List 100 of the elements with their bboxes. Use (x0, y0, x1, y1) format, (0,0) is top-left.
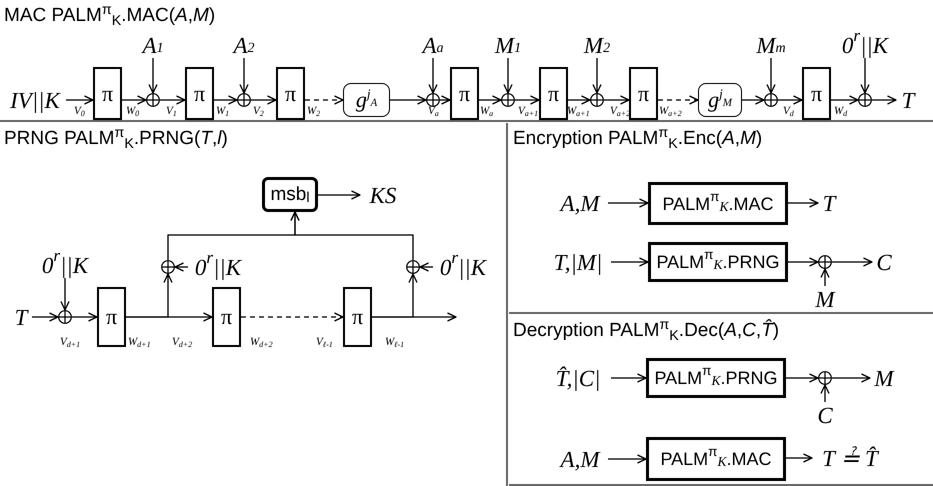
panel-heading: PRNG PALM$^{π}$$_{K}$.PRNG(T,l) (4, 125, 228, 154)
arrow (786, 373, 819, 383)
math-label: IV||K (4, 86, 66, 114)
arrow (305, 95, 344, 105)
xor-symbol (818, 255, 832, 269)
arrow (372, 312, 457, 322)
xor-symbol (764, 93, 778, 107)
math-label: 0$^{r}$||K (36, 252, 94, 278)
arrow (214, 95, 238, 105)
wire-label: W$_{1}$ (216, 106, 230, 117)
truncation-box: msb$_{l}$ (262, 177, 318, 212)
math-label: 0$^{r}$||K (433, 254, 493, 280)
arrow (241, 312, 344, 322)
arrow (428, 58, 438, 94)
arrow (611, 257, 649, 267)
math-label: 0$^{r}$||K (188, 254, 248, 280)
permutation-box: π (93, 67, 122, 120)
wire-label: W$_{ℓ-1}$ (385, 337, 404, 348)
wire-label: V$_{a}$ (428, 106, 439, 117)
wire-label: V$_{d+2}$ (172, 337, 192, 348)
arrow (592, 58, 602, 94)
xor-symbol (237, 93, 251, 107)
arrow (32, 312, 59, 322)
math-label: T,|M| (545, 249, 611, 275)
arrow (160, 95, 186, 105)
wire-label: W$_{0}$ (126, 106, 140, 117)
arrow (72, 312, 98, 322)
arrow (608, 198, 649, 208)
math-label: T (896, 86, 920, 114)
permutation-box: π (276, 67, 305, 120)
arrow (766, 58, 776, 94)
panel-heading: Encryption PALM$^{π}$$_{K}$.Enc(A,M) (513, 125, 762, 154)
math-label: T ≟ T̂ (812, 444, 888, 472)
xor-symbol (818, 371, 832, 385)
arrow (658, 95, 699, 105)
math-label: T̂,|C| (545, 364, 611, 392)
permutation-box: π (629, 67, 658, 120)
arrow (251, 95, 277, 105)
function-box: PALM$^{π}$$_{K}$.MAC (646, 437, 786, 481)
math-label: M (812, 286, 838, 312)
math-label: KS (360, 182, 406, 208)
arrow (820, 268, 830, 286)
arrow (174, 262, 188, 272)
arrow (820, 384, 830, 402)
wire-label: W$_{a+1}$ (567, 106, 590, 117)
arrow (568, 95, 591, 105)
permutation-box: π (343, 287, 372, 347)
arrow (479, 95, 502, 105)
wire-label: V$_{a+1}$ (518, 106, 538, 117)
math-label: 0$^{r}$||K (835, 32, 895, 58)
math-label: M (870, 365, 898, 391)
arrow (148, 58, 158, 94)
arrow (604, 95, 630, 105)
wire-label: W$_{a+2}$ (659, 106, 682, 117)
arrow (611, 373, 647, 383)
wire-label: V$_{ℓ-1}$ (316, 337, 333, 348)
arrow (860, 58, 870, 94)
arrow (608, 454, 647, 464)
permutation-box: π (212, 287, 241, 347)
arrow (742, 95, 765, 105)
arrow (786, 453, 813, 463)
xor-symbol (858, 93, 872, 107)
arrow (290, 211, 414, 260)
wire-label: V$_{1}$ (166, 106, 177, 117)
xor-symbol (501, 93, 515, 107)
arrow (122, 95, 147, 105)
math-label: T (818, 190, 840, 216)
function-box: PALM$^{π}$$_{K}$.MAC (648, 182, 788, 225)
arrow (515, 95, 540, 105)
wire-label: V$_{d}$ (783, 106, 794, 117)
arrow (788, 198, 819, 208)
math-label: C (872, 249, 896, 275)
arrow (60, 278, 70, 311)
math-label: A,M (552, 446, 608, 472)
arrow (126, 312, 213, 322)
arrow (419, 262, 433, 272)
wire-label: W$_{2}$ (307, 106, 320, 117)
arrow (239, 58, 249, 94)
permutation-box: π (539, 67, 568, 120)
permutation-box: π (802, 67, 831, 120)
arrow (503, 58, 513, 94)
permutation-box: π (450, 67, 479, 120)
xor-symbol (146, 93, 160, 107)
arrow (318, 190, 361, 200)
function-box: PALM$^{π}$$_{K}$.PRNG (648, 242, 788, 282)
arrow (832, 257, 873, 267)
permutation-box: π (185, 67, 214, 120)
wire-label: V$_{0}$ (74, 106, 85, 117)
panel-heading: MAC PALM$^{π}$$_{K}$.MAC(A,M) (4, 2, 216, 30)
math-label: C (812, 402, 838, 428)
function-box: PALM$^{π}$$_{K}$.PRNG (646, 358, 786, 398)
arrow (832, 373, 871, 383)
math-label: T (10, 304, 32, 330)
arrow (831, 95, 859, 105)
wire-label: V$_{d+1}$ (60, 337, 80, 348)
xor-symbol (406, 260, 420, 274)
xor-symbol (58, 310, 72, 324)
wire-label: W$_{d}$ (834, 106, 848, 117)
xor-symbol (426, 93, 440, 107)
arrow (788, 257, 819, 267)
